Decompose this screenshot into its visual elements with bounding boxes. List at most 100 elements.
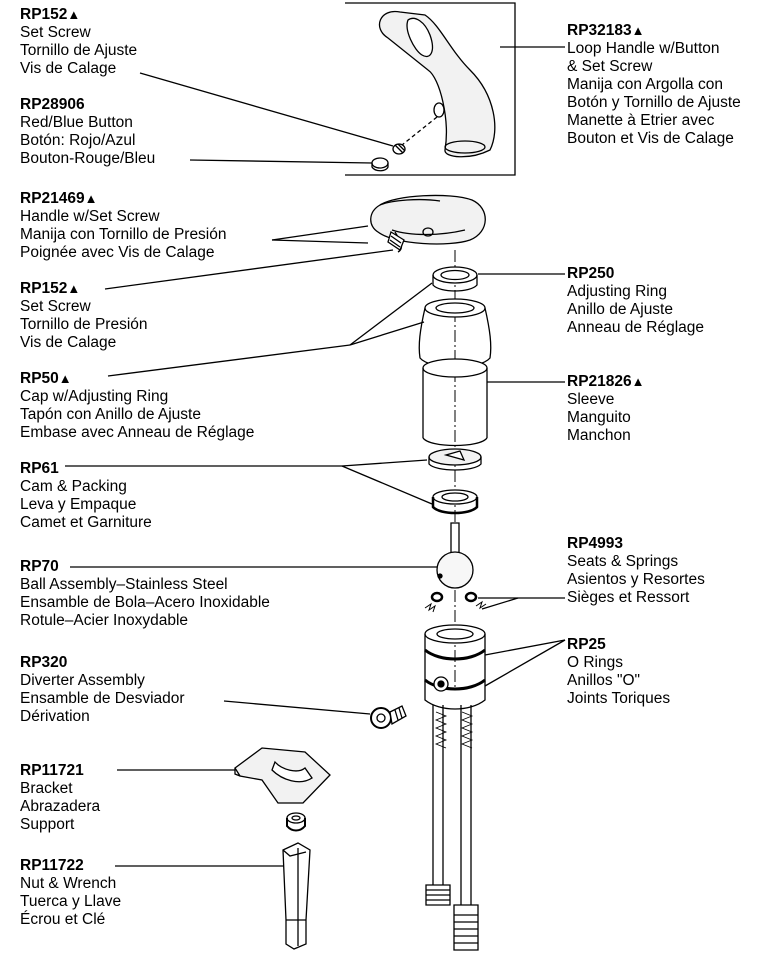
description-en: Loop Handle w/Button (567, 40, 720, 57)
description-es: Anillo de Ajuste (567, 301, 673, 318)
description-fr: Support (20, 816, 75, 833)
part-number: RP11721 (20, 762, 84, 779)
valve-body-illustration (425, 625, 485, 709)
part-number: RP61 (20, 460, 59, 477)
leader-rp61-c (342, 466, 432, 504)
description-es: Leva y Empaque (20, 496, 137, 513)
leader-rp25-a (485, 640, 565, 655)
leader-rp4993-b (482, 598, 518, 609)
description-fr: Écrou et Clé (20, 911, 106, 928)
description-fr: Poignée avec Vis de Calage (20, 244, 215, 261)
label-rp70: RP70 Ball Assembly–Stainless Steel Ensam… (20, 558, 270, 630)
leader-rp21469-b (272, 240, 368, 243)
leader-rp50-c (350, 322, 424, 345)
description-fr: Bouton-Rouge/Bleu (20, 150, 156, 167)
supply-tubes-illustration (426, 705, 478, 950)
description-es: Botón: Rojo/Azul (20, 132, 136, 149)
description-es: Ensamble de Bola–Acero Inoxidable (20, 594, 270, 611)
warning-triangle-icon: ▲ (631, 23, 645, 38)
label-rp11722: RP11722 Nut & Wrench Tuerca y Llave Écro… (20, 857, 121, 929)
label-rp250: RP250 Adjusting Ring Anillo de Ajuste An… (567, 265, 704, 337)
part-number: RP50 (20, 370, 59, 387)
description-en: Ball Assembly–Stainless Steel (20, 576, 228, 593)
warning-triangle-icon: ▲ (84, 191, 98, 206)
description-es: Tornillo de Ajuste (20, 42, 138, 59)
description-en: O Rings (567, 654, 623, 671)
adjusting-ring-illustration (433, 267, 477, 291)
part-number: RP25 (567, 636, 606, 653)
description-en: Cap w/Adjusting Ring (20, 388, 169, 405)
description-en: Sleeve (567, 391, 615, 408)
description-fr: Manchon (567, 427, 631, 444)
part-number: RP70 (20, 558, 59, 575)
description-en: Set Screw (20, 24, 91, 41)
leader-rp28906 (190, 160, 372, 163)
wrench-illustration (283, 843, 310, 949)
handle-illustration (371, 195, 486, 252)
leader-rp152-top (140, 73, 393, 146)
part-number: RP320 (20, 654, 68, 671)
cam-illustration (429, 449, 481, 470)
label-rp61: RP61 Cam & Packing Leva y Empaque Camet … (20, 460, 152, 532)
inset-frame (345, 3, 515, 175)
warning-triangle-icon: ▲ (67, 281, 81, 296)
description-fr: Vis de Calage (20, 60, 117, 77)
label-rp4993: RP4993 Seats & Springs Asientos y Resort… (567, 535, 705, 607)
set-screw-top-illustration (393, 144, 405, 154)
set-screw-mid-illustration (388, 232, 404, 250)
description-es: Abrazadera (20, 798, 101, 815)
description-es: Tapón con Anillo de Ajuste (20, 406, 201, 423)
label-rp11721: RP11721 Bracket Abrazadera Support (20, 762, 100, 834)
description-fr: Rotule–Acier Inoxydable (20, 612, 189, 629)
description-es: Tuerca y Llave (20, 893, 122, 910)
description-fr: Joints Toriques (567, 690, 671, 707)
description-fr: Vis de Calage (20, 334, 117, 351)
warning-triangle-icon: ▲ (58, 371, 72, 386)
description-en: Seats & Springs (567, 553, 679, 570)
part-number: RP28906 (20, 96, 85, 113)
part-number: RP152 (20, 6, 68, 23)
label-rp21469: RP21469▲ Handle w/Set Screw Manija con T… (20, 190, 227, 262)
sleeve-illustration (423, 359, 487, 446)
description-es: Tornillo de Presión (20, 316, 148, 333)
packing-illustration (433, 490, 477, 513)
leader-rp61-b (342, 460, 427, 466)
description-fr: Anneau de Réglage (567, 319, 705, 336)
label-rp50: RP50▲ Cap w/Adjusting Ring Tapón con Ani… (20, 370, 254, 442)
description-fr: Dérivation (20, 708, 90, 725)
label-rp25: RP25 O Rings Anillos "O" Joints Toriques (567, 636, 670, 708)
leader-rp50-b (350, 283, 432, 345)
part-number: RP21826 (567, 373, 632, 390)
description-en: Cam & Packing (20, 478, 127, 495)
description-es: Manija con Tornillo de Presión (20, 226, 227, 243)
loop-handle-illustration (379, 11, 494, 156)
description-es: Ensamble de Desviador (20, 690, 185, 707)
label-rp32183: RP32183▲ Loop Handle w/Button & Set Scre… (567, 22, 741, 148)
bracket-illustration (235, 748, 330, 803)
description-es: Manija con Argolla con (567, 76, 723, 93)
description-es: Anillos "O" (567, 672, 641, 689)
warning-triangle-icon: ▲ (631, 374, 645, 389)
label-rp28906: RP28906 Red/Blue Button Botón: Rojo/Azul… (20, 96, 155, 168)
description-en: Handle w/Set Screw (20, 208, 160, 225)
description-fr: Manette à Etrier avec (567, 112, 715, 129)
leader-rp21469-a (272, 226, 368, 240)
description-en-2: & Set Screw (567, 58, 653, 75)
description-en: Nut & Wrench (20, 875, 117, 892)
diverter-illustration (371, 706, 406, 728)
seats-springs-illustration (425, 593, 486, 612)
label-rp152-top: RP152▲ Set Screw Tornillo de Ajuste Vis … (20, 6, 137, 78)
description-fr-2: Bouton et Vis de Calage (567, 130, 734, 147)
description-en: Red/Blue Button (20, 114, 133, 131)
leader-rp320 (224, 701, 370, 714)
leader-rp152-mid (105, 250, 393, 289)
label-rp320: RP320 Diverter Assembly Ensamble de Desv… (20, 654, 185, 726)
leader-rp50-a (108, 345, 350, 376)
description-fr: Camet et Garniture (20, 514, 152, 531)
label-rp152-mid: RP152▲ Set Screw Tornillo de Presión Vis… (20, 280, 148, 352)
part-number: RP21469 (20, 190, 85, 207)
part-number: RP152 (20, 280, 68, 297)
description-en: Set Screw (20, 298, 91, 315)
description-fr: Sièges et Ressort (567, 589, 690, 606)
